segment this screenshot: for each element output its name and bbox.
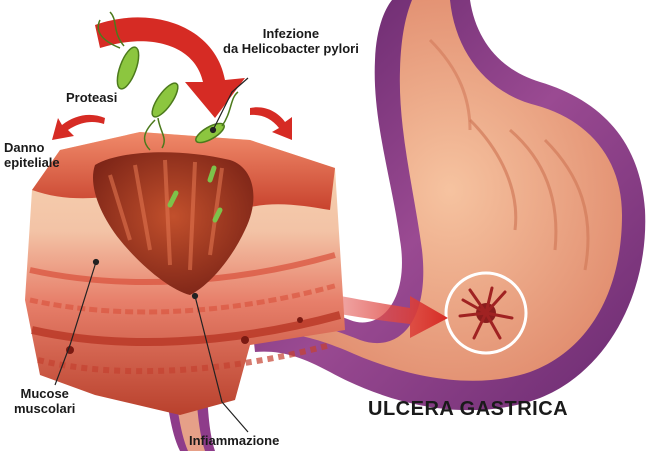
bacterium-2 bbox=[148, 80, 182, 121]
leader-inflammation-dot bbox=[193, 294, 198, 299]
leader-muscularis-dot bbox=[94, 260, 99, 265]
blood-dot-2 bbox=[241, 336, 249, 344]
diagram-title: ULCERA GASTRICA bbox=[368, 398, 568, 421]
blood-dot-3 bbox=[297, 317, 303, 323]
protease-left-arrow bbox=[52, 115, 105, 140]
protease-right-arrow bbox=[250, 107, 292, 140]
label-inflammation: Infiammazione bbox=[189, 433, 279, 448]
leader-infection-dot bbox=[211, 128, 216, 133]
label-protease: Proteasi bbox=[66, 90, 117, 105]
bacterium-1 bbox=[113, 45, 143, 92]
label-muscularis-mucosae: Mucose muscolari bbox=[14, 386, 75, 416]
tissue-block bbox=[25, 132, 345, 415]
label-epithelial-damage: Danno epiteliale bbox=[4, 140, 60, 170]
label-infection: Infezione da Helicobacter pylori bbox=[223, 26, 359, 56]
